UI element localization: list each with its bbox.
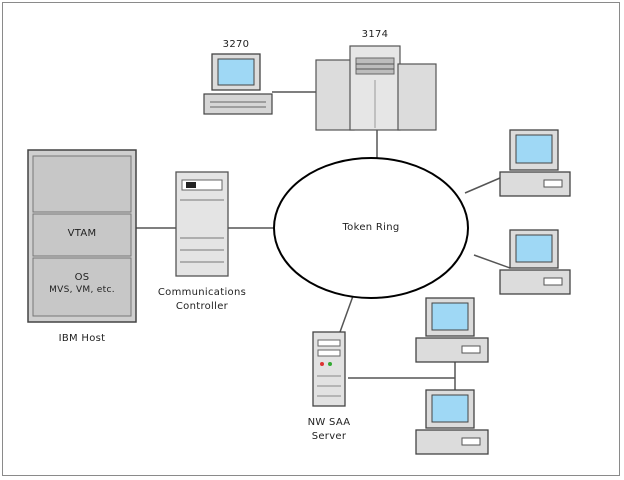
workstation-3-screen [431,302,469,331]
ibm-host [27,149,137,323]
link-ring-workstation-1 [464,177,501,194]
workstation-3-drive [461,345,481,354]
cabinet-right [397,63,437,131]
nw-saa-server [312,331,346,407]
workstation-4 [415,389,489,455]
link-ring-workstation-2 [473,254,511,269]
workstation-2-screen [515,234,553,263]
server-drive-2 [317,349,341,357]
host-layer-os-detail: MVS, VM, etc. [49,285,115,295]
terminal-3270 [203,53,273,115]
terminal-screen [217,58,255,86]
label-comm-controller-1: Communications [157,287,247,298]
workstation-1-drive [543,179,563,188]
host-top-layer [32,155,132,213]
host-vtam-layer [32,213,132,257]
workstation-1 [499,129,571,197]
server-led-1 [320,362,324,366]
label-comm-controller-2: Controller [175,301,229,312]
link-ring-server [339,295,354,333]
terminal-keyboard [203,93,273,115]
label-token-ring: Token Ring [342,222,400,233]
workstation-4-screen [431,394,469,423]
controller-panel [181,179,223,191]
host-layer-vtam: VTAM [67,228,97,239]
controller-display [186,182,196,188]
host-layer-os: OS [74,272,90,283]
server-led-2 [328,362,332,366]
label-nw-saa-2: Server [311,431,347,442]
workstation-1-screen [515,134,553,164]
workstation-3 [415,297,489,363]
controller-3174 [315,45,437,131]
token-ring-ellipse [273,157,469,299]
label-ibm-host: IBM Host [58,333,106,344]
workstation-2 [499,229,571,295]
workstation-2-drive [543,277,563,286]
label-3174: 3174 [361,29,389,40]
workstation-4-drive [461,437,481,446]
diagram-frame [2,2,620,476]
host-os-layer [32,257,132,317]
label-nw-saa-1: NW SAA [307,417,351,428]
communications-controller [175,171,229,277]
connection-lines [136,91,511,392]
label-3270: 3270 [222,39,250,50]
server-drive-1 [317,339,341,347]
cabinet-drive-bay [355,57,395,75]
cabinet-left [315,59,355,131]
